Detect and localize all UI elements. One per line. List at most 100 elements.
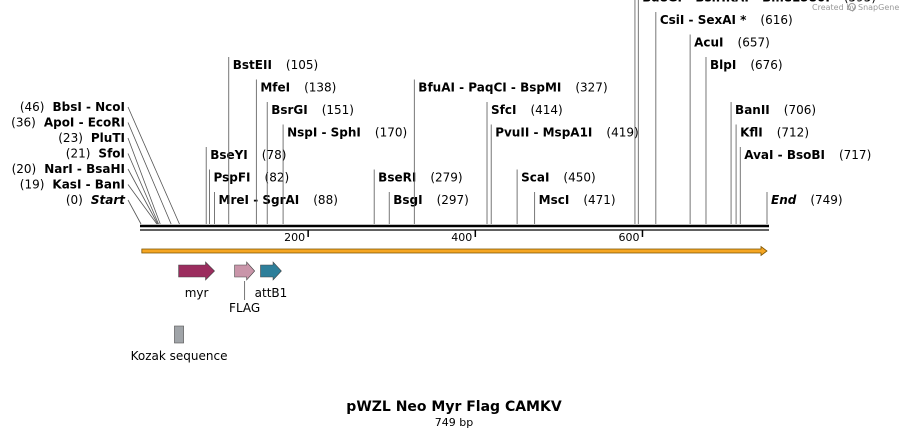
ruler-tick-label: 600 xyxy=(618,231,639,244)
feature-label: myr xyxy=(185,286,209,300)
site-name-label: PluTI xyxy=(91,131,125,145)
orf-arrow xyxy=(141,245,768,257)
site-position-label: (676) xyxy=(750,58,782,72)
site-position-label: (279) xyxy=(430,171,462,185)
site-bsteii: BstEII(105) xyxy=(228,57,318,224)
site-name-label: MfeI xyxy=(260,81,290,95)
site-position-label: (450) xyxy=(563,171,595,185)
site-msci: MscI (471) xyxy=(534,192,616,224)
site-tick-line xyxy=(127,184,158,225)
site-end: End (749) xyxy=(766,192,843,224)
site-banii: BanII (706) xyxy=(730,102,816,224)
site-name-label: ScaI xyxy=(521,171,549,185)
site-name-label: AcuI xyxy=(694,36,723,50)
site-apali: ApaLI(591) xyxy=(634,0,636,224)
feature-arrow-shape xyxy=(234,261,256,281)
snapgene-logo-icon xyxy=(848,3,856,11)
site-name-label: End xyxy=(771,193,797,207)
site-name-label: Start xyxy=(91,193,126,207)
map-title: pWZL Neo Myr Flag CAMKV xyxy=(346,399,562,415)
site-name-label: BseRI xyxy=(378,171,416,185)
map-length: 749 bp xyxy=(435,416,473,429)
site-kfli: KflI(712) xyxy=(735,124,809,224)
site-position-label: (297) xyxy=(437,193,469,207)
site-position-label: (706) xyxy=(784,103,816,117)
site-name-label: CsiI - SexAI * xyxy=(660,13,747,27)
site-nari: (20)NarI - BsaHI xyxy=(12,162,159,225)
site-position-label: (327) xyxy=(575,81,607,95)
site-bsgi: BsgI (297) xyxy=(388,192,469,224)
site-tick-line xyxy=(127,137,161,225)
feature-label: attB1 xyxy=(255,286,288,300)
site-position-label: (82) xyxy=(265,171,290,185)
orf-arrow-shape xyxy=(141,245,768,257)
site-bbsi: (46) BbsI - NcoI xyxy=(20,100,180,225)
site-name-label: BfuAI - PaqCI - BspMI xyxy=(418,81,561,95)
site-name-label: BsgI xyxy=(393,193,422,207)
site-name-label: NspI - SphI xyxy=(287,126,361,140)
site-position-label: (616) xyxy=(760,13,792,27)
site-name-label: PspFI xyxy=(214,171,251,185)
site-position-label: (471) xyxy=(583,193,615,207)
site-name-label: KasI - BanI xyxy=(52,178,125,192)
site-position-label: (78) xyxy=(262,148,287,162)
feature-arrow-shape xyxy=(260,261,282,281)
site-position-label: (657) xyxy=(738,36,770,50)
site-bfuai: BfuAI - PaqCI - BspMI (327) xyxy=(413,79,608,224)
site-name-label: BbsI - NcoI xyxy=(52,100,125,114)
site-name-label: PvuII - MspA1I xyxy=(495,126,592,140)
site-kasi: (19) KasI - BanI xyxy=(20,178,158,225)
site-sfci: SfcI(414) xyxy=(486,102,563,224)
site-position-label: (105) xyxy=(286,58,318,72)
site-name-label: AvaI - BsoBI xyxy=(744,148,825,162)
site-position-label: (151) xyxy=(322,103,354,117)
site-mrei: MreI - SgrAI (88) xyxy=(214,192,338,224)
site-position-label: (23) xyxy=(58,131,83,145)
site-position-label: (88) xyxy=(313,193,338,207)
site-name-label: MreI - SgrAI xyxy=(219,193,300,207)
site-bseyi: BseYI(78) xyxy=(205,147,287,224)
site-blpi: BlpI (676) xyxy=(705,57,783,224)
feature-arrow-shape xyxy=(178,261,215,281)
site-position-label: (46) xyxy=(20,100,45,114)
site-position-label: (20) xyxy=(12,162,37,176)
feature-label: FLAG xyxy=(229,301,260,315)
site-position-label: (419) xyxy=(606,126,638,140)
site-position-label: (19) xyxy=(20,178,45,192)
ruler-tick-label: 200 xyxy=(284,231,305,244)
site-bsrgi: BsrGI (151) xyxy=(266,102,354,224)
primers: Kozak sequence xyxy=(131,325,227,363)
site-start: (0) Start xyxy=(66,193,142,225)
site-tick-line xyxy=(127,199,142,225)
site-apoi: (36)ApoI - EcoRI xyxy=(11,116,172,225)
site-sfoi: (21)SfoI xyxy=(66,147,159,225)
site-csii: CsiI - SexAI * (616) xyxy=(655,12,793,224)
site-position-label: (749) xyxy=(810,193,842,207)
site-pluti: (23) PluTI xyxy=(58,131,161,225)
site-name-label: BlpI xyxy=(710,58,736,72)
feature-myr: myr xyxy=(178,261,215,300)
site-position-label: (0) xyxy=(66,193,83,207)
site-position-label: (717) xyxy=(839,148,871,162)
primer-box xyxy=(174,325,184,344)
site-pvuii: PvuII - MspA1I (419) xyxy=(490,124,639,224)
site-position-label: (595) xyxy=(844,0,876,5)
site-position-label: (36) xyxy=(11,116,36,130)
restriction-sites: (0)Start(19)KasI - BanI(20)NarI - BsaHI(… xyxy=(11,0,876,225)
site-position-label: (712) xyxy=(777,126,809,140)
site-avai: AvaI - BsoBI (717) xyxy=(739,147,871,224)
site-position-label: (138) xyxy=(304,81,336,95)
site-name-label: BaeGI - BsiHKAI - Bme1580I xyxy=(642,0,830,5)
site-tick-line xyxy=(127,153,159,225)
feature-kozak-sequence: Kozak sequence xyxy=(131,325,227,363)
site-name-label: BanII xyxy=(735,103,770,117)
site-tick-line xyxy=(127,106,180,225)
site-name-label: BsrGI xyxy=(271,103,308,117)
site-name-label: MscI xyxy=(539,193,570,207)
site-baegi: BaeGI - BsiHKAI - Bme1580I (595) xyxy=(637,0,876,224)
site-tick-line xyxy=(127,168,159,225)
feature-flag: FLAG xyxy=(229,261,260,315)
